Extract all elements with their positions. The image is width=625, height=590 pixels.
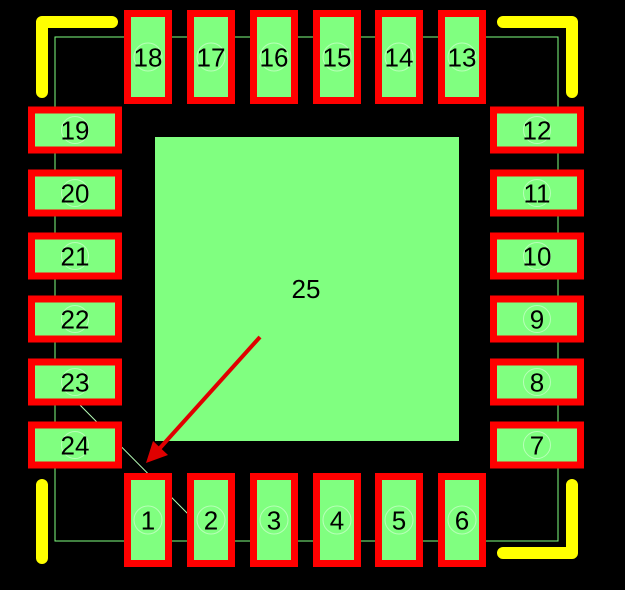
component-outline (54, 36, 559, 542)
pad-22-label: 22 (61, 304, 90, 334)
pad-24-label: 24 (61, 430, 90, 460)
pad-5-ring (384, 505, 414, 535)
pad-6-ring (447, 505, 477, 535)
silkscreen-corner-top-left (36, 16, 118, 98)
pad-17: 17 (187, 10, 235, 104)
pad-10-ring (523, 242, 551, 270)
pad-23-label: 23 (61, 367, 90, 397)
pad-19-ring (61, 116, 89, 144)
pad-5-label: 5 (392, 505, 406, 535)
pad-9: 9 (490, 295, 584, 343)
pad-16-ring (259, 42, 289, 72)
pad-24-ring (61, 431, 89, 459)
pad-4-label: 4 (330, 505, 344, 535)
pad-15-ring (322, 42, 352, 72)
silkscreen-corner-bottom-right (497, 479, 578, 559)
pad-13: 13 (438, 10, 486, 104)
pad-21-ring (61, 242, 89, 270)
pad-18-ring (133, 42, 163, 72)
pad-8-ring (523, 368, 551, 396)
pad-7-label: 7 (530, 430, 544, 460)
pad-7-ring (523, 431, 551, 459)
silkscreen-corner-top-right (497, 16, 578, 98)
pad-23: 23 (28, 358, 122, 406)
pad-3-ring (259, 505, 289, 535)
pad-18-label: 18 (134, 42, 163, 72)
pad-1-label: 1 (141, 505, 155, 535)
pad-2-label: 2 (204, 505, 218, 535)
pad-5: 5 (375, 473, 423, 567)
pad-8: 8 (490, 358, 584, 406)
pad-4-ring (322, 505, 352, 535)
pad-6: 6 (438, 473, 486, 567)
thermal-pad-body (155, 137, 459, 441)
pad-8-label: 8 (530, 367, 544, 397)
pad-22: 22 (28, 295, 122, 343)
pad-17-ring (196, 42, 226, 72)
pad-9-ring (523, 305, 551, 333)
pad-23-ring (61, 368, 89, 396)
pad-22-ring (61, 305, 89, 333)
pad-2: 2 (187, 473, 235, 567)
pad-24: 24 (28, 421, 122, 469)
pad-13-label: 13 (448, 42, 477, 72)
pad-4: 4 (313, 473, 361, 567)
pad-14-ring (384, 42, 414, 72)
pad-7: 7 (490, 421, 584, 469)
pad-15-label: 15 (323, 42, 352, 72)
pad-21: 21 (28, 232, 122, 280)
pad-21-label: 21 (61, 241, 90, 271)
pad-18: 18 (124, 10, 172, 104)
pad-13-ring (447, 42, 477, 72)
pad-20-ring (61, 179, 89, 207)
pad-11-label: 11 (524, 178, 551, 208)
pad-9-label: 9 (530, 304, 544, 334)
pad-3: 3 (250, 473, 298, 567)
pad-20: 20 (28, 169, 122, 217)
pad-3-label: 3 (267, 505, 281, 535)
pad-16: 16 (250, 10, 298, 104)
pin1-arrow-head (146, 441, 168, 463)
silkscreen-corners (36, 16, 578, 564)
pad-11: 11 (490, 169, 584, 217)
pad-2-ring (196, 505, 226, 535)
thermal-pad: 25 (155, 137, 459, 441)
pad-12: 12 (490, 106, 584, 154)
pin1-arrow-shaft (158, 335, 262, 450)
pad-1-ring (133, 505, 163, 535)
pad-10: 10 (490, 232, 584, 280)
pad-15: 15 (313, 10, 361, 104)
diagonal-trace (74, 399, 193, 519)
pad-10-label: 10 (523, 241, 552, 271)
pad-19-label: 19 (61, 115, 90, 145)
pad-12-ring (523, 116, 551, 144)
pad-19: 19 (28, 106, 122, 154)
pad-17-body (187, 10, 235, 104)
pad-6-label: 6 (455, 505, 469, 535)
pad-20-label: 20 (61, 178, 90, 208)
pad-17-label: 17 (197, 42, 226, 72)
thermal-pad-label: 25 (292, 274, 321, 304)
pin1-arrow (146, 335, 262, 463)
pad-16-label: 16 (260, 42, 289, 72)
pad-14-label: 14 (385, 42, 414, 72)
pad-14: 14 (375, 10, 423, 104)
pad-1: 1 (124, 473, 172, 567)
pad-11-ring (523, 179, 551, 207)
pad-12-label: 12 (523, 115, 552, 145)
